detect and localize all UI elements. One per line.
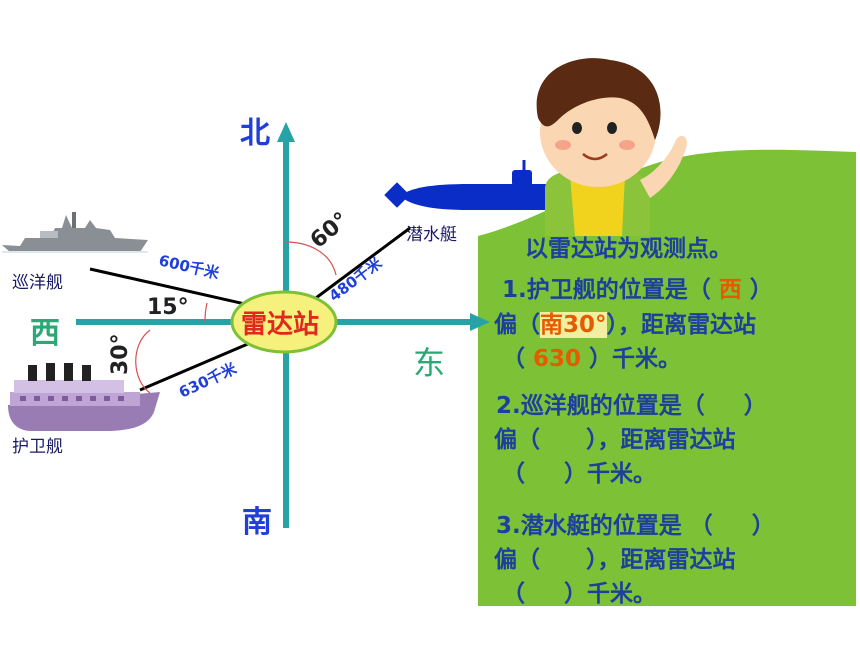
question-1-unit: ）千米。 xyxy=(581,346,682,372)
submarine-angle-arc xyxy=(285,241,337,276)
question-panel xyxy=(478,149,856,606)
question-1-answer-direction: 西 xyxy=(718,277,742,303)
frigate-angle-arc xyxy=(135,329,151,394)
question-3-distance-text: ），距离雷达站 xyxy=(540,547,736,573)
cruiser-icon xyxy=(2,212,148,253)
question-3-line1: 3.潜水艇的位置是 （ ） xyxy=(496,506,775,540)
radar-station-label: 雷达站 xyxy=(241,310,320,340)
east-arrow-icon xyxy=(470,313,490,331)
question-1-bracket: ） xyxy=(741,277,773,303)
submarine-angle-label: 60° xyxy=(306,208,354,254)
frigate-angle-label: 30° xyxy=(108,333,133,375)
question-3-bracket: ） xyxy=(720,513,775,539)
cruiser-label: 巡洋舰 xyxy=(12,273,63,293)
radar-station-marker xyxy=(230,290,338,354)
question-1-line2: 偏（南30°），距离雷达站 xyxy=(494,305,756,339)
frigate-distance-label: 630千米 xyxy=(176,359,240,402)
question-1-answer-distance: 630 xyxy=(533,346,582,372)
north-label: 北 xyxy=(240,116,270,151)
question-3-bias: 偏（ xyxy=(494,547,540,573)
frigate-icon xyxy=(8,363,160,431)
east-label: 东 xyxy=(413,344,446,382)
west-label: 西 xyxy=(30,316,60,351)
question-2-text: 2.巡洋舰的位置是（ xyxy=(496,393,713,419)
question-1-bias: 偏（ xyxy=(494,312,540,338)
cruiser-angle-label: 15° xyxy=(147,295,189,320)
question-2-unit: ）千米。 xyxy=(533,461,657,487)
frigate-label: 护卫舰 xyxy=(12,437,63,457)
submarine-label: 潜水艇 xyxy=(406,225,457,245)
question-1-answer-angle: 南30° xyxy=(540,312,607,338)
question-1-line3: （ 630 ）千米。 xyxy=(502,339,681,373)
question-2-bias: 偏（ xyxy=(494,427,540,453)
question-3-text: 3.潜水艇的位置是 （ xyxy=(496,513,721,539)
question-2-line2: 偏（ ），距离雷达站 xyxy=(494,420,736,454)
south-label: 南 xyxy=(242,505,272,540)
question-2-line3: （ ）千米。 xyxy=(502,454,656,488)
question-2-bracket: ） xyxy=(712,393,767,419)
question-1-text: 1.护卫舰的位置是（ xyxy=(502,277,719,303)
question-1-open: （ xyxy=(502,346,534,372)
cruiser-distance-label: 600千米 xyxy=(157,251,222,283)
question-2-open: （ xyxy=(502,461,534,487)
question-3-open: （ xyxy=(502,581,534,607)
north-arrow-icon xyxy=(277,122,295,142)
question-1-line1: 1.护卫舰的位置是（ 西 ） xyxy=(502,270,773,304)
boy-character-icon xyxy=(536,58,687,236)
panel-heading: 以雷达站为观测点。 xyxy=(525,236,732,262)
question-2-line1: 2.巡洋舰的位置是（ ） xyxy=(496,386,767,420)
cruiser-angle-arc xyxy=(204,302,208,323)
question-2-distance-text: ），距离雷达站 xyxy=(540,427,736,453)
question-3-line2: 偏（ ），距离雷达站 xyxy=(494,540,736,574)
submarine-distance-label: 480千米 xyxy=(326,253,387,305)
question-3-line3: （ ）千米。 xyxy=(502,574,656,608)
question-1-distance-text: ），距离雷达站 xyxy=(606,312,757,338)
question-3-unit: ）千米。 xyxy=(533,581,657,607)
